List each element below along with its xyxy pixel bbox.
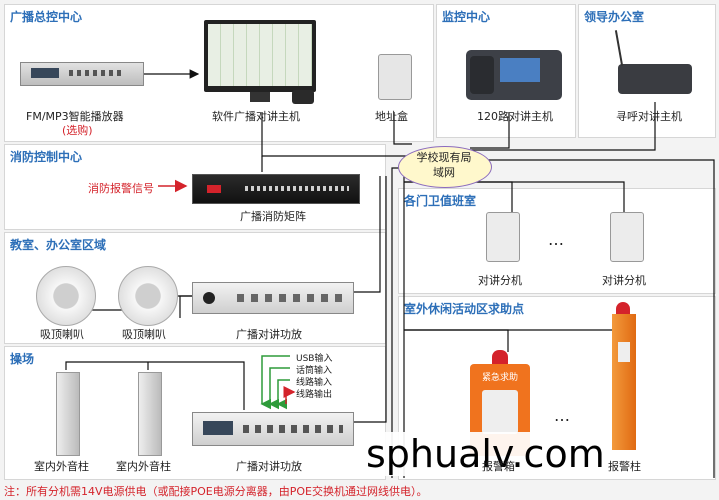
- alarm-pillar-light-icon: [616, 302, 630, 314]
- intercom-ext-1: [486, 212, 520, 262]
- section-title-outdoor: 室外休闲活动区求助点: [404, 302, 525, 316]
- alarm-box-help-text: 紧急求助: [481, 373, 518, 383]
- watermark: sphualv.com: [360, 432, 611, 476]
- fire-matrix-label: 广播消防矩阵: [240, 210, 306, 223]
- desk-microphone-icon: [292, 90, 314, 104]
- alarm-pillar-label: 报警柱: [608, 460, 641, 473]
- section-title-monitor: 监控中心: [442, 10, 491, 24]
- host-120-label: 120路对讲主机: [477, 110, 553, 123]
- software-host-monitor: [204, 20, 316, 92]
- column-speaker-2: [138, 372, 162, 456]
- section-title-leader: 领导办公室: [584, 10, 645, 24]
- fire-matrix-device: [192, 174, 360, 204]
- lan-label: 学校现有局域网: [416, 151, 472, 179]
- mp3-player-device: [20, 62, 144, 86]
- panel-gate-room: [398, 188, 716, 294]
- amp-input-usb: USB输入: [296, 354, 333, 364]
- footer-note: 注：所有分机需14V电源供电（或配接POE电源分离器，由POE交换机通过网线供电…: [4, 485, 428, 498]
- playground-amp-label: 广播对讲功放: [236, 460, 302, 473]
- ceiling-speaker-label-2: 吸顶喇叭: [122, 328, 166, 341]
- amp-input-mic: 话筒输入: [296, 366, 333, 376]
- section-title-classroom: 教室、办公室区域: [10, 238, 107, 252]
- section-title-gate: 各门卫值班室: [404, 194, 477, 208]
- mp3-player-label: FM/MP3智能播放器: [26, 110, 124, 123]
- alarm-box-label: 报警箱: [482, 460, 515, 473]
- intercom-ext-label-1: 对讲分机: [478, 274, 522, 287]
- host-120-device: [466, 50, 562, 100]
- column-speaker-1: [56, 372, 80, 456]
- intercom-ext-label-2: 对讲分机: [602, 274, 646, 287]
- section-title-broadcast: 广播总控中心: [10, 10, 83, 24]
- paging-host-label: 寻呼对讲主机: [616, 110, 682, 123]
- outdoor-ellipsis: …: [554, 406, 570, 425]
- ceiling-speaker-label-1: 吸顶喇叭: [40, 328, 84, 341]
- address-box-device: [378, 54, 412, 100]
- mp3-optional-label: (选购): [62, 124, 93, 137]
- gate-ellipsis: …: [548, 230, 564, 249]
- monitor-stand: [250, 92, 270, 102]
- address-box-label: 地址盒: [375, 110, 408, 123]
- intercom-ext-2: [610, 212, 644, 262]
- classroom-amp-label: 广播对讲功放: [236, 328, 302, 341]
- section-title-playground: 操场: [10, 352, 35, 366]
- classroom-amp-device: [192, 282, 354, 314]
- column-speaker-label-1: 室内外音柱: [34, 460, 89, 473]
- software-host-label: 软件广播对讲主机: [212, 110, 300, 123]
- paging-host-device: [618, 64, 692, 94]
- fire-signal-label: 消防报警信号: [88, 182, 154, 195]
- alarm-light-icon: [492, 350, 508, 364]
- alarm-pillar-device: [612, 314, 636, 450]
- amp-input-line: 线路输入: [296, 378, 333, 388]
- amp-output-line: 线路输出: [296, 390, 333, 400]
- lan-cloud: [398, 146, 492, 188]
- column-speaker-label-2: 室内外音柱: [116, 460, 171, 473]
- ceiling-speaker-1: [36, 266, 96, 326]
- section-title-fire: 消防控制中心: [10, 150, 83, 164]
- ceiling-speaker-2: [118, 266, 178, 326]
- playground-amp-device: [192, 412, 354, 446]
